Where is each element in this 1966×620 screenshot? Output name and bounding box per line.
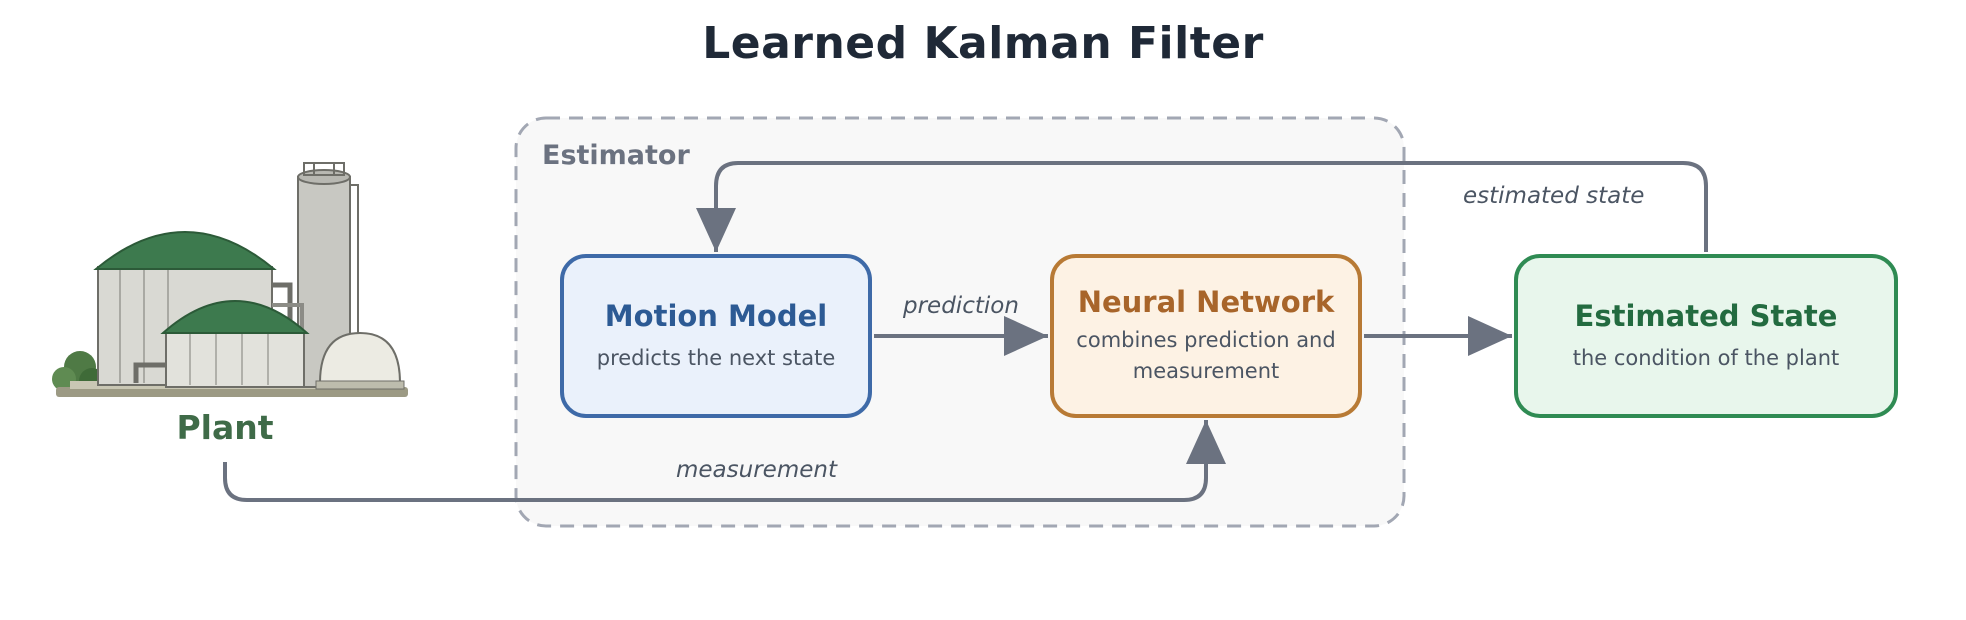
estimated-state-title: Estimated State	[1574, 298, 1838, 333]
estimated-state-node: Estimated State the condition of the pla…	[1514, 254, 1898, 418]
neural-network-node: Neural Network combines prediction and m…	[1050, 254, 1362, 418]
motion-model-node: Motion Model predicts the next state	[560, 254, 872, 418]
measurement-arrow	[223, 420, 1226, 502]
plant-label: Plant	[176, 408, 274, 447]
estimated-state-edge-label: estimated state	[1463, 183, 1645, 209]
biogas-plant-icon	[52, 162, 408, 397]
estimator-label: Estimator	[542, 140, 690, 171]
neural-network-title: Neural Network	[1077, 285, 1335, 319]
motion-model-title: Motion Model	[604, 298, 828, 333]
neural-network-subtitle: combines prediction and measurement	[1076, 328, 1336, 383]
estimated-state-subtitle: the condition of the plant	[1572, 345, 1840, 370]
measurement-label: measurement	[676, 457, 837, 483]
motion-model-subtitle: predicts the next state	[596, 345, 836, 370]
feedback-arrow	[696, 161, 1708, 252]
prediction-label: prediction	[903, 293, 1019, 319]
diagram-title: Learned Kalman Filter	[702, 18, 1264, 69]
estimator-boundary	[514, 116, 1406, 528]
